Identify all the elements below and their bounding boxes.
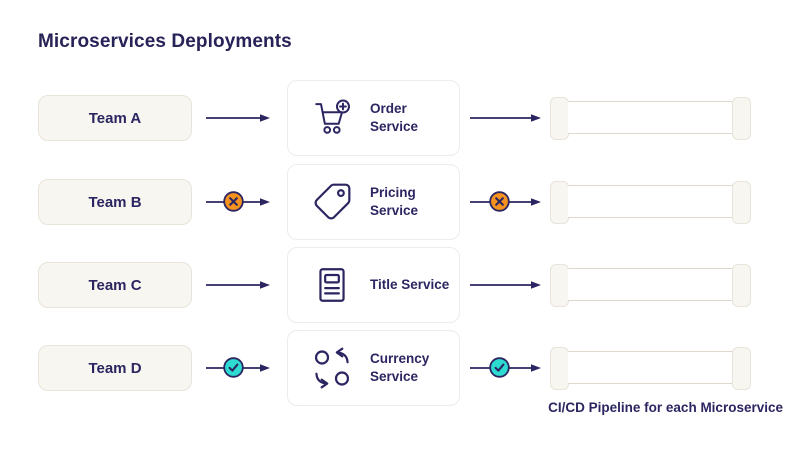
pipeline-cap-right: [732, 347, 751, 390]
page-title: Microservices Deployments: [38, 31, 292, 52]
service-label: Order Service: [370, 101, 419, 134]
team-label: Team D: [88, 359, 142, 377]
team-box: Team D: [38, 345, 192, 391]
cart-plus-icon: [315, 99, 350, 134]
price-tag-icon: [314, 183, 351, 220]
pipeline-cap-left: [550, 181, 569, 224]
team-label: Team A: [88, 109, 142, 127]
pipeline-body: [568, 101, 733, 134]
service-box: Pricing Service: [287, 164, 460, 240]
flow-arrow-icon: [470, 114, 541, 122]
pipeline-row: Team D Currency Service: [0, 329, 788, 407]
flow-arrow-icon: [470, 281, 541, 289]
deploy-passed-icon: [489, 357, 510, 378]
pipeline-caption: CI/CD Pipeline for each Microservice: [548, 400, 783, 415]
team-box: Team C: [38, 262, 192, 308]
team-box: Team B: [38, 179, 192, 225]
pipeline-body: [568, 185, 733, 218]
pipeline-cap-left: [550, 347, 569, 390]
service-label: Title Service: [370, 277, 450, 293]
deploy-failed-icon: [223, 191, 244, 212]
pipeline-cap-right: [732, 181, 751, 224]
pipeline-cap-left: [550, 264, 569, 307]
document-icon: [319, 268, 345, 302]
pipeline-cap-right: [732, 97, 751, 140]
deploy-failed-icon: [489, 191, 510, 212]
flow-arrow-icon: [206, 114, 270, 122]
deploy-passed-icon: [223, 357, 244, 378]
currency-exchange-icon: [314, 347, 350, 389]
pipeline-body: [568, 268, 733, 301]
service-label: Pricing Service: [370, 185, 419, 218]
service-box: Title Service: [287, 247, 460, 323]
service-box: Order Service: [287, 80, 460, 156]
pipeline-cap-left: [550, 97, 569, 140]
team-label: Team B: [88, 193, 142, 211]
pipeline-row: Team B Pricing Service: [0, 163, 788, 241]
service-label: Currency Service: [370, 351, 430, 384]
service-box: Currency Service: [287, 330, 460, 406]
team-label: Team C: [88, 276, 142, 294]
flow-arrow-icon: [206, 281, 270, 289]
pipeline-row: Team C Title Service: [0, 246, 788, 324]
pipeline-row: Team A Order Service: [0, 79, 788, 157]
team-box: Team A: [38, 95, 192, 141]
pipeline-body: [568, 351, 733, 384]
pipeline-cap-right: [732, 264, 751, 307]
